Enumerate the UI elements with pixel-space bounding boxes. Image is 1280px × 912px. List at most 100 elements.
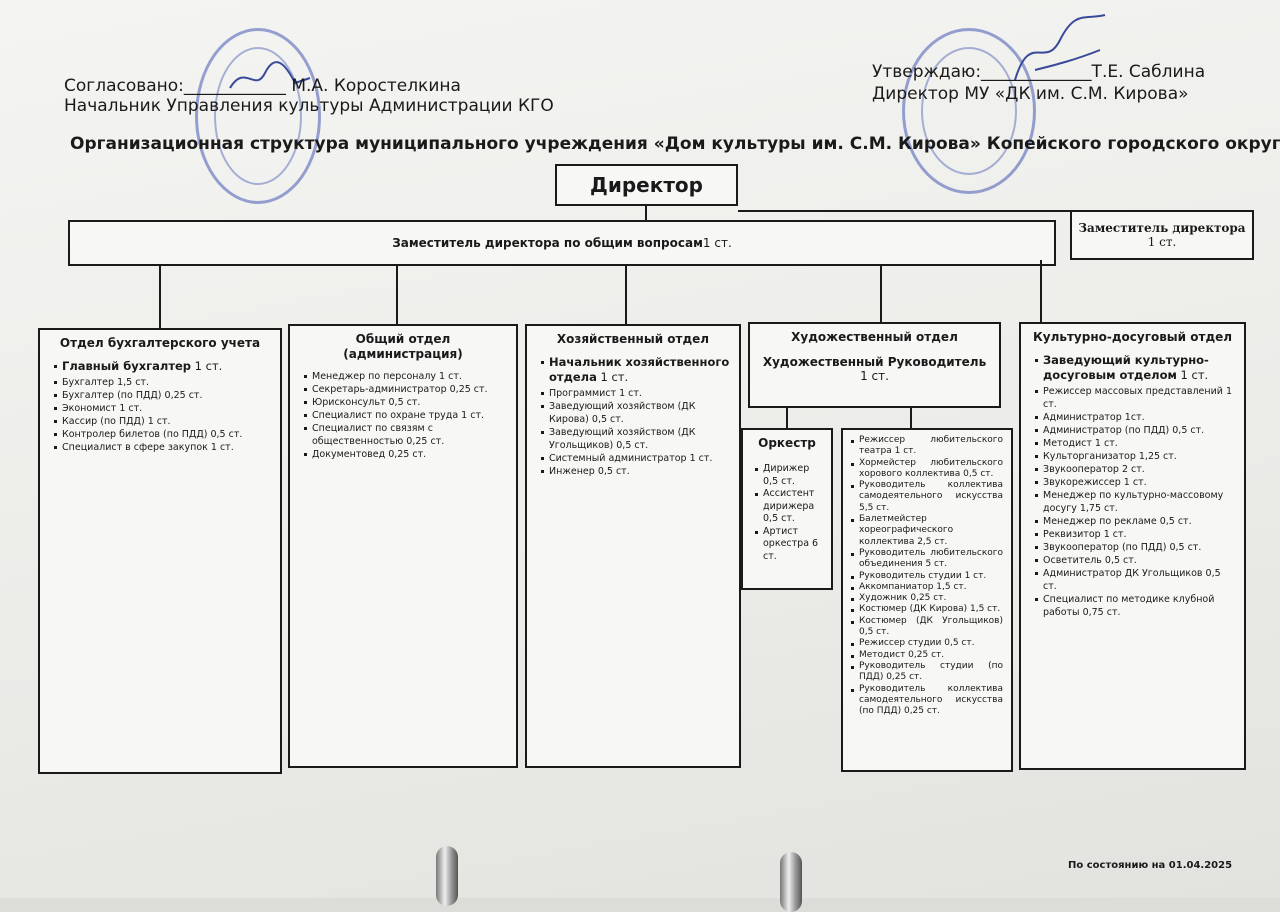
connector-line — [625, 266, 627, 324]
list-item: Контролер билетов (по ПДД) 0,5 ст. — [54, 428, 272, 441]
studios-box: Режиссер любительского театра 1 ст. Хорм… — [841, 428, 1013, 772]
dept-leisure-title: Культурно-досуговый отдел — [1032, 330, 1233, 344]
dept-art-head: Художественный Руководитель 1 ст. — [762, 355, 987, 383]
signature-icon — [1014, 14, 1106, 81]
connector-line — [738, 210, 1070, 212]
list-item: Методист 1 ст. — [1035, 437, 1236, 450]
list-item: Звукооператор 2 ст. — [1035, 463, 1236, 476]
list-item: Программист 1 ст. — [541, 387, 731, 400]
list-item: Звукорежиссер 1 ст. — [1035, 476, 1236, 489]
list-item: Режиссер массовых представлений 1 ст. — [1035, 385, 1236, 411]
connector-line — [396, 266, 398, 324]
dept-general-title: Общий отдел (администрация) — [343, 332, 463, 361]
dept-general: Общий отдел (администрация) Менеджер по … — [288, 324, 518, 768]
deputy-general-box: Заместитель директора по общим вопросам … — [68, 220, 1056, 266]
deputy-general-label: Заместитель директора по общим вопросам — [392, 236, 703, 250]
connector-line — [159, 266, 161, 328]
deputy-director-rate: 1 ст. — [1147, 235, 1177, 249]
list-item: Осветитель 0,5 ст. — [1035, 554, 1236, 567]
list-item: Артист оркестра 6 ст. — [755, 526, 825, 564]
approval-right-position: Директор МУ «ДК им. С.М. Кирова» — [872, 84, 1189, 104]
list-item: Хормейстер любительского хорового коллек… — [851, 458, 1003, 481]
binder-ring-icon — [780, 852, 802, 912]
list-item: Администратор ДК Угольщиков 0,5 ст. — [1035, 567, 1236, 593]
list-item: Культорганизатор 1,25 ст. — [1035, 450, 1236, 463]
director-box: Директор — [555, 164, 738, 206]
dept-art: Художественный отдел Художественный Руко… — [748, 322, 1001, 408]
list-item: Руководитель коллектива самодеятельного … — [851, 480, 1003, 514]
binder-ring-icon — [436, 846, 458, 906]
list-item: Костюмер (ДК Кирова) 1,5 ст. — [851, 604, 1003, 615]
orchestra-list: Дирижер 0,5 ст. Ассистент дирижера 0,5 с… — [749, 463, 825, 563]
orchestra-title: Оркестр — [758, 436, 816, 450]
approval-left-name: Согласовано:____________ М.А. Коростелки… — [64, 76, 461, 96]
list-item: Специалист по связям с общественностью 0… — [304, 422, 508, 448]
list-item: Главный бухгалтер 1 ст. — [54, 359, 272, 374]
list-item: Звукооператор (по ПДД) 0,5 ст. — [1035, 541, 1236, 554]
list-item: Методист 0,25 ст. — [851, 650, 1003, 661]
dept-accounting-list: Главный бухгалтер 1 ст. Бухгалтер 1,5 ст… — [48, 359, 272, 454]
list-item: Руководитель студии (по ПДД) 0,25 ст. — [851, 661, 1003, 684]
list-item: Руководитель студии 1 ст. — [851, 571, 1003, 582]
dept-general-list: Менеджер по персоналу 1 ст. Секретарь-ад… — [298, 370, 508, 461]
list-item: Режиссер студии 0,5 ст. — [851, 638, 1003, 649]
list-item: Бухгалтер (по ПДД) 0,25 ст. — [54, 389, 272, 402]
list-item: Заведующий культурно-досуговым отделом 1… — [1035, 353, 1236, 383]
list-item: Инженер 0,5 ст. — [541, 465, 731, 478]
dept-household-list: Начальник хозяйственного отдела 1 ст. Пр… — [535, 355, 731, 478]
list-item: Реквизитор 1 ст. — [1035, 528, 1236, 541]
dept-leisure: Культурно-досуговый отдел Заведующий кул… — [1019, 322, 1246, 770]
deputy-general-rate: 1 ст. — [702, 236, 732, 250]
approval-left-position: Начальник Управления культуры Администра… — [64, 96, 554, 116]
deputy-director-label: Заместитель директора — [1078, 221, 1246, 235]
connector-line — [645, 206, 647, 220]
list-item: Специалист по охране труда 1 ст. — [304, 409, 508, 422]
list-item: Начальник хозяйственного отдела 1 ст. — [541, 355, 731, 385]
list-item: Экономист 1 ст. — [54, 402, 272, 415]
dept-accounting: Отдел бухгалтерского учета Главный бухга… — [38, 328, 282, 774]
list-item: Художник 0,25 ст. — [851, 593, 1003, 604]
list-item: Дирижер 0,5 ст. — [755, 463, 825, 488]
list-item: Юрисконсульт 0,5 ст. — [304, 396, 508, 409]
list-item: Менеджер по культурно-массовому досугу 1… — [1035, 489, 1236, 515]
connector-line — [910, 408, 912, 428]
director-label: Директор — [590, 173, 703, 197]
stamp-seal-icon — [902, 28, 1036, 194]
dept-art-title: Художественный отдел — [791, 330, 958, 344]
list-item: Режиссер любительского театра 1 ст. — [851, 435, 1003, 458]
list-item: Бухгалтер 1,5 ст. — [54, 376, 272, 389]
list-item: Заведующий хозяйством (ДК Угольщиков) 0,… — [541, 426, 731, 452]
list-item: Администратор (по ПДД) 0,5 ст. — [1035, 424, 1236, 437]
connector-line — [1040, 260, 1042, 322]
stamp-seal-icon — [195, 28, 321, 204]
list-item: Руководитель коллектива самодеятельного … — [851, 684, 1003, 718]
page-title: Организационная структура муниципального… — [70, 134, 1280, 154]
list-item: Балетмейстер хореографического коллектив… — [851, 514, 1003, 548]
list-item: Менеджер по персоналу 1 ст. — [304, 370, 508, 383]
dept-household: Хозяйственный отдел Начальник хозяйствен… — [525, 324, 741, 768]
list-item: Администратор 1ст. — [1035, 411, 1236, 424]
status-date: По состоянию на 01.04.2025 — [1068, 860, 1233, 871]
list-item: Костюмер (ДК Угольщиков) 0,5 ст. — [851, 616, 1003, 639]
list-item: Менеджер по рекламе 0,5 ст. — [1035, 515, 1236, 528]
approval-right-name: Утверждаю:_____________Т.Е. Саблина — [872, 62, 1206, 82]
list-item: Секретарь-администратор 0,25 ст. — [304, 383, 508, 396]
list-item: Заведующий хозяйством (ДК Кирова) 0,5 ст… — [541, 400, 731, 426]
list-item: Кассир (по ПДД) 1 ст. — [54, 415, 272, 428]
connector-line — [880, 266, 882, 322]
list-item: Документовед 0,25 ст. — [304, 448, 508, 461]
dept-accounting-title: Отдел бухгалтерского учета — [59, 336, 261, 350]
list-item: Специалист в сфере закупок 1 ст. — [54, 441, 272, 454]
list-item: Ассистент дирижера 0,5 ст. — [755, 488, 825, 526]
connector-line — [786, 408, 788, 428]
list-item: Руководитель любительского объединения 5… — [851, 548, 1003, 571]
list-item: Специалист по методике клубной работы 0,… — [1035, 593, 1236, 619]
orchestra-box: Оркестр Дирижер 0,5 ст. Ассистент дириже… — [741, 428, 833, 590]
dept-leisure-list: Заведующий культурно-досуговым отделом 1… — [1029, 353, 1236, 619]
list-item: Аккомпаниатор 1,5 ст. — [851, 582, 1003, 593]
studios-list: Режиссер любительского театра 1 ст. Хорм… — [851, 435, 1003, 717]
signature-icon — [229, 61, 311, 89]
dept-household-title: Хозяйственный отдел — [556, 332, 710, 346]
deputy-director-box: Заместитель директора 1 ст. — [1070, 210, 1254, 260]
